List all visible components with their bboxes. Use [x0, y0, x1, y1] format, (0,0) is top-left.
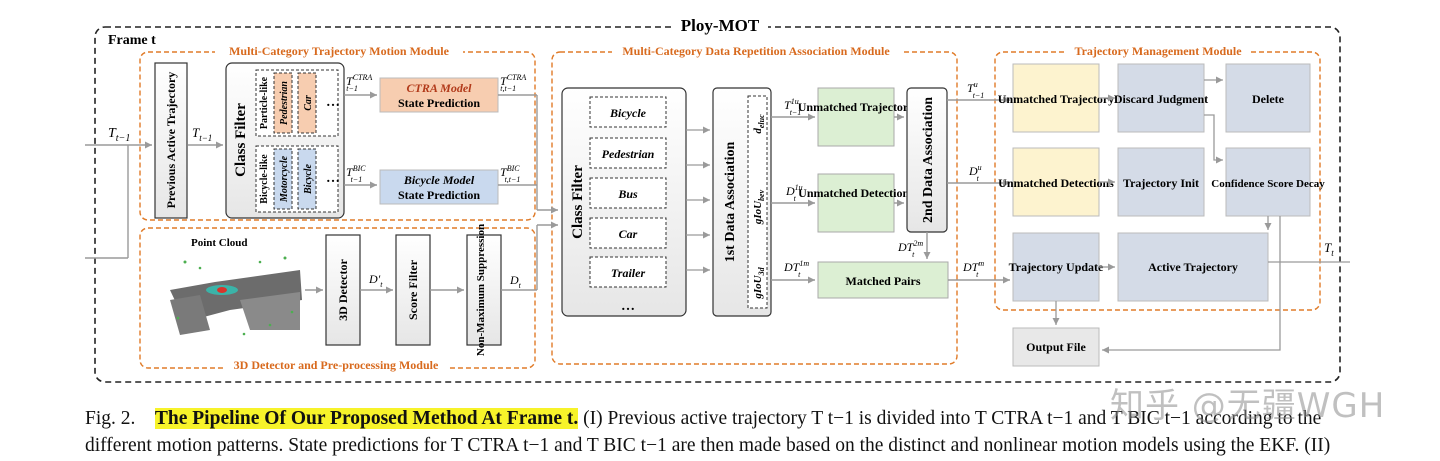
discard-judgment-box [1117, 63, 1205, 133]
output-file-box [1012, 327, 1100, 367]
bicycle-like-group [255, 145, 339, 213]
svg-text:Discard Judgment: Discard Judgment [1114, 92, 1208, 106]
svg-text:Bicycle: Bicycle [609, 106, 647, 120]
svg-text:Matched Pairs: Matched Pairs [846, 274, 921, 288]
trajectory-update-box [1012, 232, 1100, 302]
svg-text:Non-Maximum Suppression: Non-Maximum Suppression [475, 224, 487, 356]
svg-text:State Prediction: State Prediction [398, 188, 480, 202]
management-module-title: Trajectory Management Module [1074, 44, 1242, 58]
svg-text:Pedestrian: Pedestrian [602, 147, 655, 161]
confidence-decay-box [1225, 147, 1311, 217]
nms-box [466, 234, 502, 346]
svg-text:Output File: Output File [1026, 340, 1086, 354]
svg-text:Pedestrian: Pedestrian [279, 81, 290, 125]
svg-text:gIoU3d: gIoU3d [752, 266, 766, 299]
point-cloud-label: Point Cloud [191, 237, 248, 249]
svg-text:Bicycle-like: Bicycle-like [259, 154, 270, 204]
figure-title: Ploy-MOT [681, 16, 760, 35]
svg-text:Tt: Tt [1324, 240, 1334, 258]
motion-module-title: Multi-Category Trajectory Motion Module [229, 44, 450, 58]
svg-text:2nd Data Association: 2nd Data Association [921, 97, 936, 223]
svg-text:3D Detector: 3D Detector [336, 259, 350, 321]
svg-text:CTRA Model: CTRA Model [406, 81, 472, 95]
svg-text:Active Trajectory: Active Trajectory [1148, 260, 1238, 274]
matched-pairs-box [817, 261, 949, 299]
association-metrics-box [747, 95, 768, 309]
svg-text:deluc: deluc [752, 114, 766, 134]
svg-text:Trajectory Init: Trajectory Init [1123, 176, 1199, 190]
svg-text:Dut: Dut [968, 163, 982, 183]
mgmt-unmatched-trajectory-box [1012, 63, 1100, 133]
detector-module-title: 3D Detector and Pre-processing Module [234, 358, 439, 372]
svg-text:Tut−1: Tut−1 [967, 80, 984, 100]
svg-text:Tt−1: Tt−1 [108, 126, 130, 144]
svg-text:1st Data Association: 1st Data Association [723, 142, 738, 263]
svg-text:State Prediction: State Prediction [398, 96, 480, 110]
mgmt-unmatched-detections-box [1012, 147, 1100, 217]
previous-active-trajectory-label: Previous Active Trajectory [164, 72, 178, 209]
figure-caption: Fig. 2. The Pipeline Of Our Proposed Met… [85, 405, 1365, 459]
watermark: 知乎 @无疆WGH [1110, 386, 1386, 426]
trajectory-init-box [1117, 147, 1205, 217]
svg-text:Score Filter: Score Filter [406, 259, 420, 320]
car-class [297, 72, 317, 134]
detector-3d-box [325, 234, 361, 346]
svg-text:Class Filter: Class Filter [570, 165, 586, 239]
particle-like-group [255, 69, 339, 137]
svg-text:gIoUbev: gIoUbev [752, 189, 766, 225]
svg-text:…: … [326, 95, 340, 110]
active-trajectory-box [1117, 232, 1269, 302]
motion-module-box [139, 51, 536, 221]
svg-text:Bicycle Model: Bicycle Model [403, 173, 475, 187]
svg-text:Unmatched Detections: Unmatched Detections [998, 176, 1114, 190]
assoc-unmatched-detections-label: Unmatched Detections [798, 186, 914, 200]
ctra-model-box [379, 77, 499, 113]
bicycle-class [297, 148, 317, 210]
caption-line2: different motion patterns. State predict… [85, 435, 1331, 456]
pedestrian-class [273, 72, 293, 134]
association-class-list: Bicycle Pedestrian Bus Car Trailer … [589, 96, 667, 314]
svg-text:Dt: Dt [509, 273, 522, 290]
svg-text:Tt−1: Tt−1 [192, 125, 212, 143]
svg-text:…: … [621, 299, 635, 314]
assoc-unmatched-trajectory-label: Unmatched Trajectory [798, 100, 915, 114]
previous-active-trajectory-box [154, 62, 188, 219]
svg-text:Motorcycle: Motorcycle [279, 155, 290, 203]
bicycle-model-box [379, 169, 499, 205]
assoc-unmatched-trajectory-box [817, 87, 895, 147]
svg-text:Bicycle: Bicycle [303, 163, 314, 195]
svg-text:Trailer: Trailer [611, 266, 646, 280]
svg-text:Car: Car [619, 227, 638, 241]
svg-text:Car: Car [303, 95, 314, 111]
svg-text:Trajectory Update: Trajectory Update [1009, 260, 1104, 274]
svg-text:Bus: Bus [617, 187, 638, 201]
motorcycle-class [273, 148, 293, 210]
caption-highlight: The Pipeline Of Our Proposed Method At F… [154, 408, 579, 429]
svg-text:…: … [326, 171, 340, 186]
svg-text:Confidence Score Decay: Confidence Score Decay [1211, 178, 1325, 190]
svg-text:D′t: D′t [368, 272, 383, 289]
svg-text:Unmatched Trajectory: Unmatched Trajectory [998, 92, 1115, 106]
delete-box [1225, 63, 1311, 133]
caption-line1-rest: (I) Previous active trajectory T t−1 is … [583, 408, 1322, 429]
assoc-unmatched-detections-box [817, 173, 895, 233]
frame-label: Frame t [108, 33, 156, 48]
association-module-title: Multi-Category Data Repetition Associati… [622, 44, 890, 58]
motion-class-filter-label: Class Filter [233, 103, 249, 177]
caption-fig-label: Fig. 2. [85, 408, 136, 429]
svg-text:Delete: Delete [1252, 92, 1285, 106]
point-cloud-image [165, 250, 303, 340]
svg-text:Particle-like: Particle-like [259, 76, 270, 129]
